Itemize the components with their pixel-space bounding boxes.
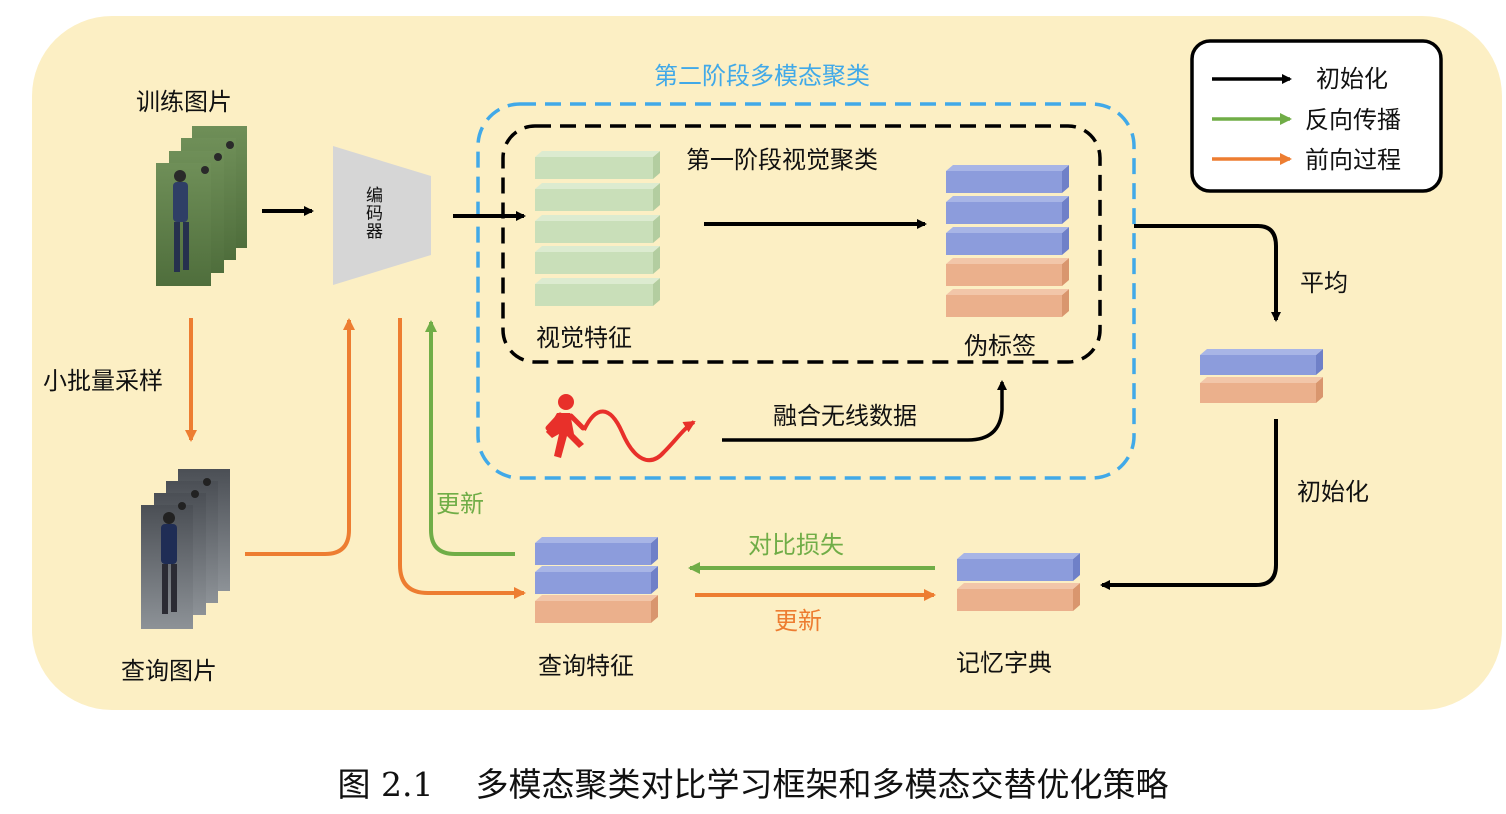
query-images-label: 查询图片 [121,657,217,685]
encoder-block [333,146,431,285]
arrow-query-to-encoder [245,318,355,556]
stage1-label: 第一阶段视觉聚类 [686,146,878,174]
arrow-labels-to-average [1134,224,1281,322]
legend-label-init: 初始化 [1316,65,1388,93]
train-images-label: 训练图片 [136,88,232,116]
encoder-label: 编码器 [362,186,382,240]
update-orange-label: 更新 [774,607,822,635]
update-green-label: 更新 [436,490,484,518]
visual-features-label: 视觉特征 [536,324,632,352]
fuse-wireless-label: 融合无线数据 [773,402,917,430]
stage2-box [476,102,1136,480]
arrow-encoder-to-queryfeat [398,318,526,599]
arrow-average-to-memory [1100,419,1278,590]
visual-feature-bars [535,151,660,306]
memory-dict-label: 记忆字典 [956,649,1052,677]
legend-label-forward: 前向过程 [1305,146,1401,174]
query-image-stack [141,469,230,629]
figure-caption: 图 2.1 多模态聚类对比学习框架和多模态交替优化策略 [337,765,1169,804]
contrastive-loss-label: 对比损失 [748,531,844,559]
arrow-update-encoder [425,320,515,556]
arrow-wireless-to-labels [722,380,1007,442]
query-features-label: 查询特征 [538,652,634,680]
init-label: 初始化 [1297,478,1369,506]
wireless-wave [582,409,696,463]
minibatch-label: 小批量采样 [43,367,163,395]
train-image-stack [156,126,247,286]
stage2-label: 第二阶段多模态聚类 [654,62,870,90]
memory-dict-bars [957,553,1080,611]
average-bars [1200,349,1323,403]
query-feature-bars [535,537,658,623]
pseudo-labels-label: 伪标签 [964,332,1036,360]
pseudo-label-bars [946,165,1069,317]
legend-label-backprop: 反向传播 [1305,106,1401,134]
average-label: 平均 [1300,269,1348,297]
walking-person-icon [545,394,586,458]
